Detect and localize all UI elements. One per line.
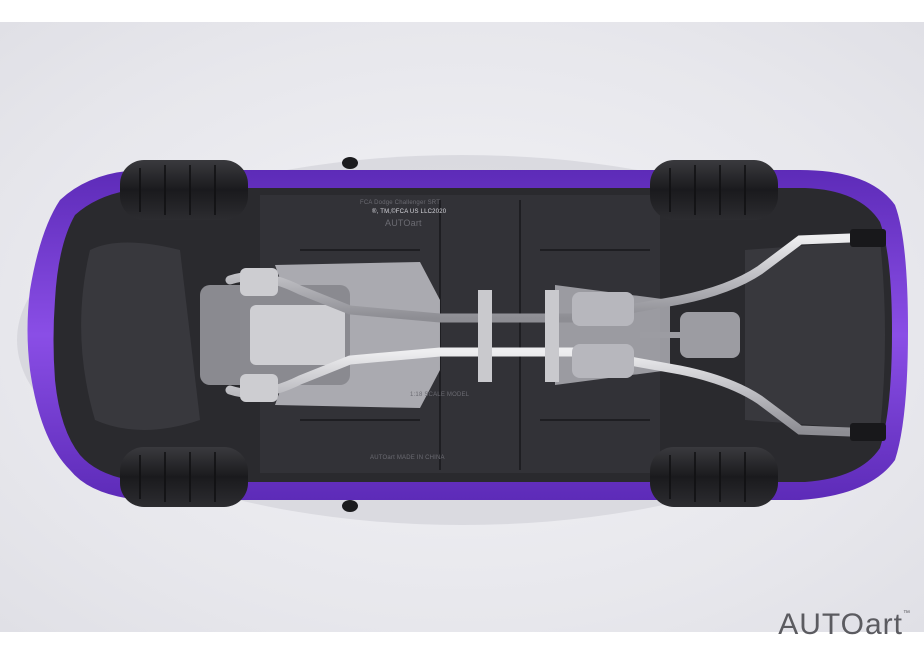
tire-front-left — [120, 160, 248, 220]
tire-rear-right — [650, 447, 778, 507]
casting-small-top: FCA Dodge Challenger SRT — [360, 200, 441, 206]
trademark-symbol: ™ — [903, 610, 910, 617]
exhaust-tip-left — [850, 229, 886, 247]
catalyst-left — [240, 268, 278, 296]
tires — [120, 160, 778, 507]
brand-name: AUTOart — [778, 608, 903, 641]
x-pipe-1 — [478, 290, 492, 382]
casting-small-mid: 1:18 SCALE MODEL — [410, 392, 470, 398]
front-subframe — [81, 242, 200, 430]
mirror-right — [342, 500, 358, 512]
catalyst-right — [240, 374, 278, 402]
casting-copyright: ®, TM,©FCA US LLC2020 — [372, 209, 447, 215]
mirror-left — [342, 157, 358, 169]
tire-front-right — [120, 447, 248, 507]
brand-watermark: AUTOart™ — [778, 610, 910, 640]
exhaust-tip-right — [850, 423, 886, 441]
casting-brand: AUTOart — [385, 218, 422, 228]
casting-small-low: AUTOart MADE IN CHINA — [370, 455, 445, 461]
tire-rear-left — [650, 160, 778, 220]
rear-subframe — [745, 240, 885, 430]
muffler-left — [572, 292, 634, 326]
muffler-right — [572, 344, 634, 378]
tire-treads — [139, 165, 746, 502]
transmission — [250, 305, 345, 365]
x-pipe-2 — [545, 290, 559, 382]
differential — [680, 312, 740, 358]
